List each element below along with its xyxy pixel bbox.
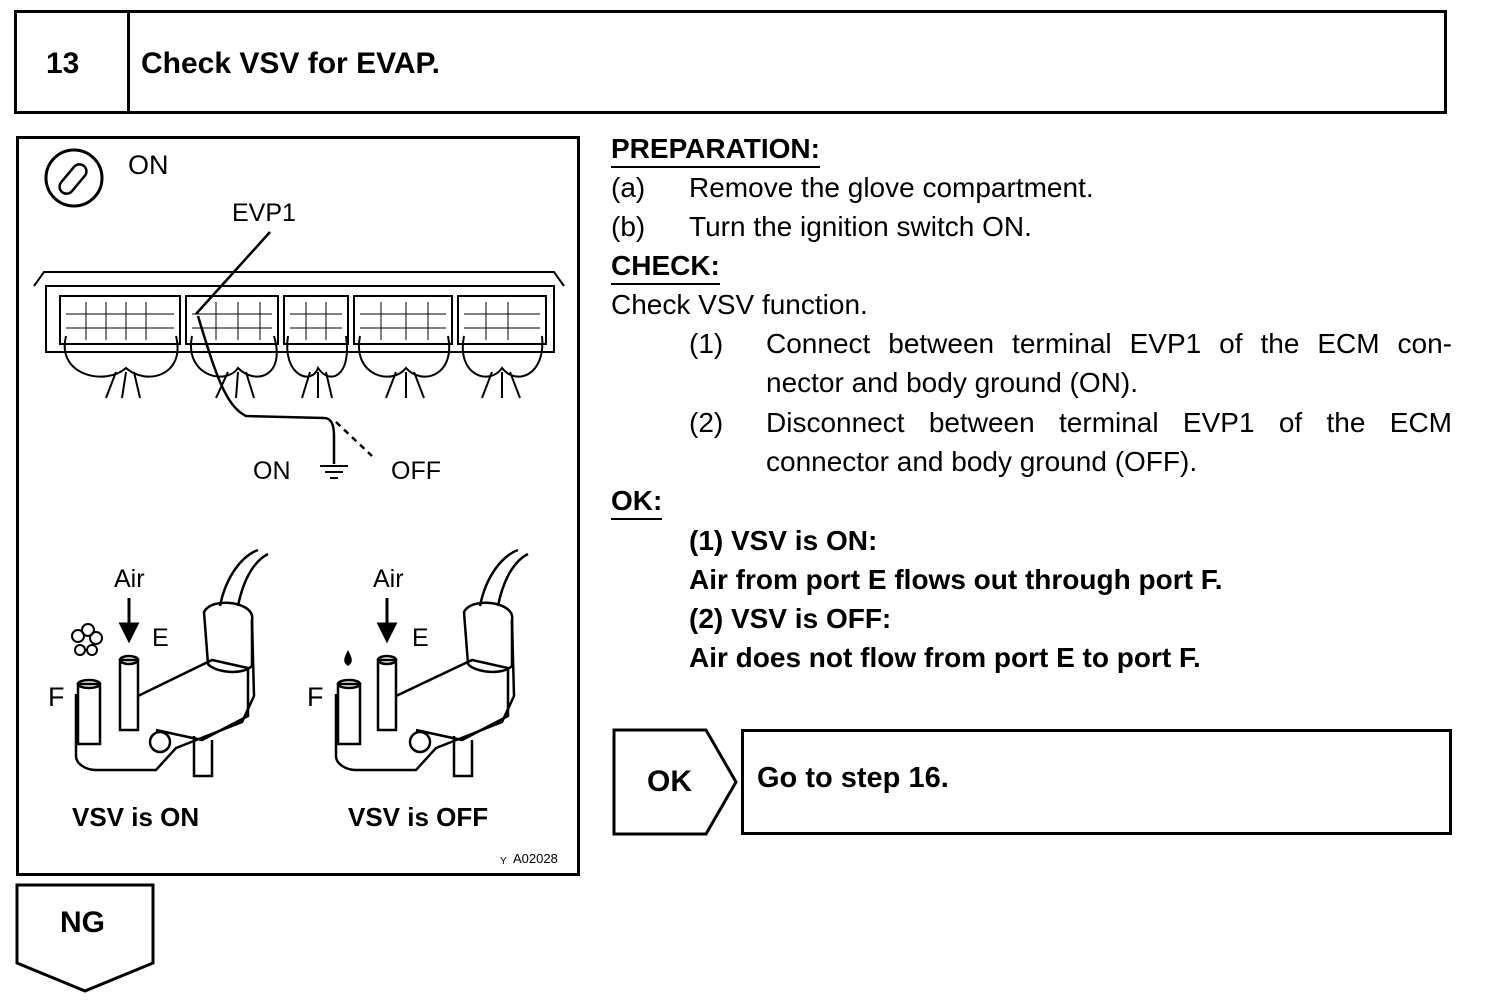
ok-result-action: Go to step 16. bbox=[757, 762, 949, 794]
ok-heading: OK: bbox=[611, 484, 663, 520]
vsv-off-caption: VSV is OFF bbox=[348, 802, 489, 832]
air-puff-icon bbox=[71, 623, 103, 656]
air-flow-arrow-on bbox=[118, 598, 140, 644]
vsv-on-drawing bbox=[74, 548, 269, 778]
step-header bbox=[14, 10, 1447, 114]
ok-line-2: Air from port E flows out through port F… bbox=[689, 564, 1223, 595]
figure-id: A02028 bbox=[513, 851, 558, 866]
port-e-label-off: E bbox=[412, 624, 429, 652]
ng-result-label: NG bbox=[60, 906, 105, 939]
port-f-label-off: F bbox=[307, 682, 324, 712]
preparation-marker-a: (a) bbox=[611, 172, 646, 203]
ground-symbol-icon bbox=[320, 465, 348, 479]
ok-line-1: (1) VSV is ON: bbox=[689, 525, 878, 556]
preparation-item-b: Turn the ignition switch ON. bbox=[689, 211, 1032, 242]
preparation-item-a: Remove the glove compartment. bbox=[689, 172, 1094, 203]
air-flow-arrow-off bbox=[376, 598, 398, 644]
check-item-1-line1: Connect between terminal EVP1 of the ECM… bbox=[766, 328, 1452, 359]
vsv-off-drawing bbox=[334, 548, 529, 778]
ng-arrow-shape bbox=[15, 883, 155, 993]
air-label-off: Air bbox=[373, 565, 404, 593]
ground-on-label: ON bbox=[253, 457, 291, 485]
check-item-2-line1: Disconnect between terminal EVP1 of the … bbox=[766, 407, 1452, 438]
check-heading: CHECK: bbox=[611, 249, 720, 285]
no-flow-drop-icon bbox=[344, 650, 352, 666]
figure-id-prefix: Y bbox=[500, 856, 507, 867]
ignition-on-label: ON bbox=[128, 150, 169, 180]
check-intro: Check VSV function. bbox=[611, 289, 868, 320]
step-number: 13 bbox=[46, 47, 80, 80]
ok-arrow-shape bbox=[612, 728, 738, 836]
test-lead-wire bbox=[195, 231, 373, 464]
check-marker-1: (1) bbox=[689, 328, 724, 359]
check-marker-2: (2) bbox=[689, 407, 724, 438]
port-e-label-on: E bbox=[152, 624, 169, 652]
check-item-2-line2: connector and body ground (OFF). bbox=[766, 446, 1198, 477]
evp1-terminal-label: EVP1 bbox=[232, 199, 296, 227]
vsv-on-caption: VSV is ON bbox=[72, 802, 200, 832]
ground-off-label: OFF bbox=[391, 457, 441, 485]
ok-line-3: (2) VSV is OFF: bbox=[689, 603, 892, 634]
ok-line-4: Air does not flow from port E to port F. bbox=[689, 642, 1201, 673]
figure-illustration bbox=[33, 148, 565, 778]
figure-panel bbox=[16, 136, 580, 876]
ok-result-label: OK bbox=[647, 765, 692, 798]
ecm-connector-drawing bbox=[33, 271, 565, 399]
preparation-marker-b: (b) bbox=[611, 211, 646, 242]
step-title: Check VSV for EVAP. bbox=[141, 47, 441, 80]
port-f-label-on: F bbox=[48, 682, 65, 712]
check-item-1-line2: nector and body ground (ON). bbox=[766, 367, 1138, 398]
preparation-heading: PREPARATION: bbox=[611, 132, 820, 168]
ignition-key-icon bbox=[44, 148, 104, 208]
ok-result-box bbox=[741, 729, 1452, 835]
air-label-on: Air bbox=[114, 565, 145, 593]
header-divider bbox=[127, 10, 130, 114]
